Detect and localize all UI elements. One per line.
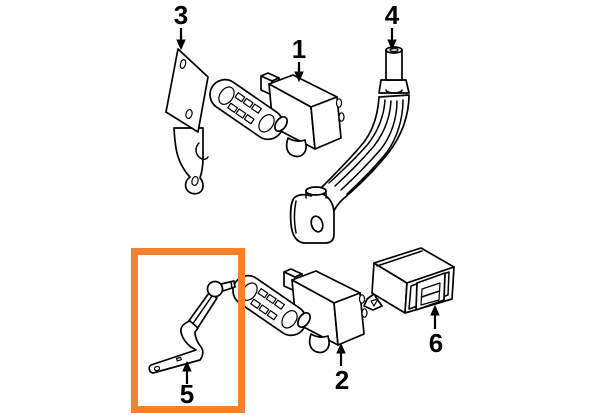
callout-2[interactable]: 2 [334, 365, 350, 395]
callout-1[interactable]: 1 [291, 34, 307, 64]
part-3-bracket-drawing [165, 48, 209, 195]
callout-3[interactable]: 3 [173, 0, 189, 30]
part-1-sensor-drawing [209, 72, 345, 158]
part-2-sensor-drawing [232, 268, 368, 354]
callout-6-arrow [430, 304, 440, 329]
part-5-link-drawing [148, 280, 236, 374]
callout-5[interactable]: 5 [179, 379, 195, 409]
callout-2-arrow [336, 342, 346, 366]
callout-3-arrow [176, 28, 186, 51]
callout-4-arrow [387, 28, 397, 51]
callout-4[interactable]: 4 [384, 0, 400, 30]
part-4-link-drawing [289, 46, 410, 244]
callout-6[interactable]: 6 [428, 328, 444, 358]
part-6-module-drawing [363, 247, 455, 314]
callout-1-arrow [294, 62, 304, 83]
callout-5-arrow [182, 360, 192, 384]
